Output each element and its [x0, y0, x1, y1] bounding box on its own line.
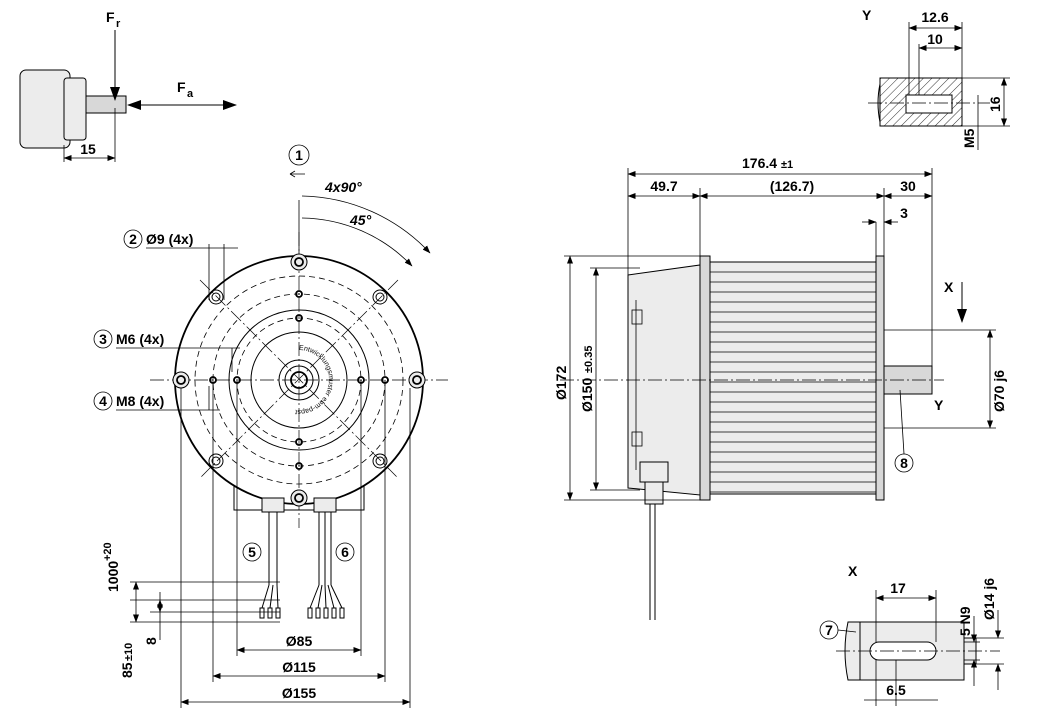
dia-115-label: Ø115 — [282, 659, 316, 675]
detail-x: X 7 17 5 N9 Ø14 j6 6.5 — [819, 563, 1004, 706]
dim-16-label: 16 — [987, 96, 1003, 112]
view-y-marker: Y — [934, 397, 944, 413]
angle-offset-label: 45° — [349, 212, 372, 228]
motor-fins — [709, 261, 877, 495]
cable-bundles — [259, 512, 345, 619]
dim-3-label: 3 — [900, 205, 908, 221]
force-radial-label: F — [106, 9, 115, 25]
callout-8: 8 — [900, 455, 908, 471]
overall-length-tol: ±1 — [781, 159, 793, 171]
dia-150-label: Ø150 — [579, 378, 595, 412]
dia-70-label: Ø70 j6 — [991, 370, 1007, 412]
callout-2: 2 — [129, 231, 137, 247]
cable-length-label: 1000 — [105, 561, 121, 592]
front-view: 1 4x90° 45° Entwicklungsmuster ebm-papst — [93, 144, 448, 708]
strip-length-label: 8 — [143, 637, 159, 645]
detail-y: Y 12.6 10 16 M5 — [862, 7, 1010, 150]
dia-172-label: Ø172 — [553, 366, 569, 400]
angle-pattern-label: 4x90° — [324, 179, 362, 195]
force-axial-label: F — [177, 79, 186, 95]
overall-length-label: 176.4 — [742, 155, 777, 171]
stub-length-label: 85 — [119, 662, 135, 678]
callout-3: 3 — [99, 331, 107, 347]
callout-4-text: M8 (4x) — [116, 393, 164, 409]
callout-2-text: Ø9 (4x) — [146, 231, 193, 247]
dim-126-7-label: (126.7) — [770, 178, 814, 194]
stub-length-tol: ±10 — [123, 643, 135, 661]
dim-30-label: 30 — [900, 178, 916, 194]
callout-5: 5 — [248, 544, 256, 560]
detail-y-title: Y — [862, 7, 872, 23]
motor-body-icon — [19, 69, 71, 149]
detail-x-title: X — [848, 563, 858, 579]
callout-3-text: M6 (4x) — [116, 331, 164, 347]
key-width-label: 5 N9 — [957, 606, 973, 636]
side-view: 8 176.4 ±1 49.7 (126.7) 30 3 Ø172 Ø150 — [553, 155, 1007, 620]
force-axial-sub: a — [187, 88, 194, 100]
force-radial-sub: r — [116, 18, 121, 30]
dim-17-label: 17 — [890, 580, 906, 596]
bolt-hole-group — [172, 253, 426, 507]
dia-85-label: Ø85 — [286, 633, 313, 649]
dia-150-tol: ±0.35 — [583, 346, 595, 373]
callout-4: 4 — [99, 393, 107, 409]
view-x-marker: X — [944, 279, 954, 295]
distance-15-label: 15 — [80, 141, 96, 157]
dim-12-6-label: 12.6 — [921, 9, 948, 25]
callout-7: 7 — [825, 622, 833, 638]
dim-6-5-label: 6.5 — [886, 682, 906, 698]
cable-length-tol: +20 — [102, 542, 114, 561]
callout-6: 6 — [341, 544, 349, 560]
thread-m5-label: M5 — [961, 128, 977, 148]
callout-1: 1 — [295, 147, 303, 163]
load-diagram: F r F a 15 — [19, 9, 237, 162]
dim-10-label: 10 — [927, 31, 943, 47]
dim-49-7-label: 49.7 — [650, 178, 677, 194]
dia-155-label: Ø155 — [282, 685, 316, 701]
dia-14-label: Ø14 j6 — [981, 578, 997, 620]
